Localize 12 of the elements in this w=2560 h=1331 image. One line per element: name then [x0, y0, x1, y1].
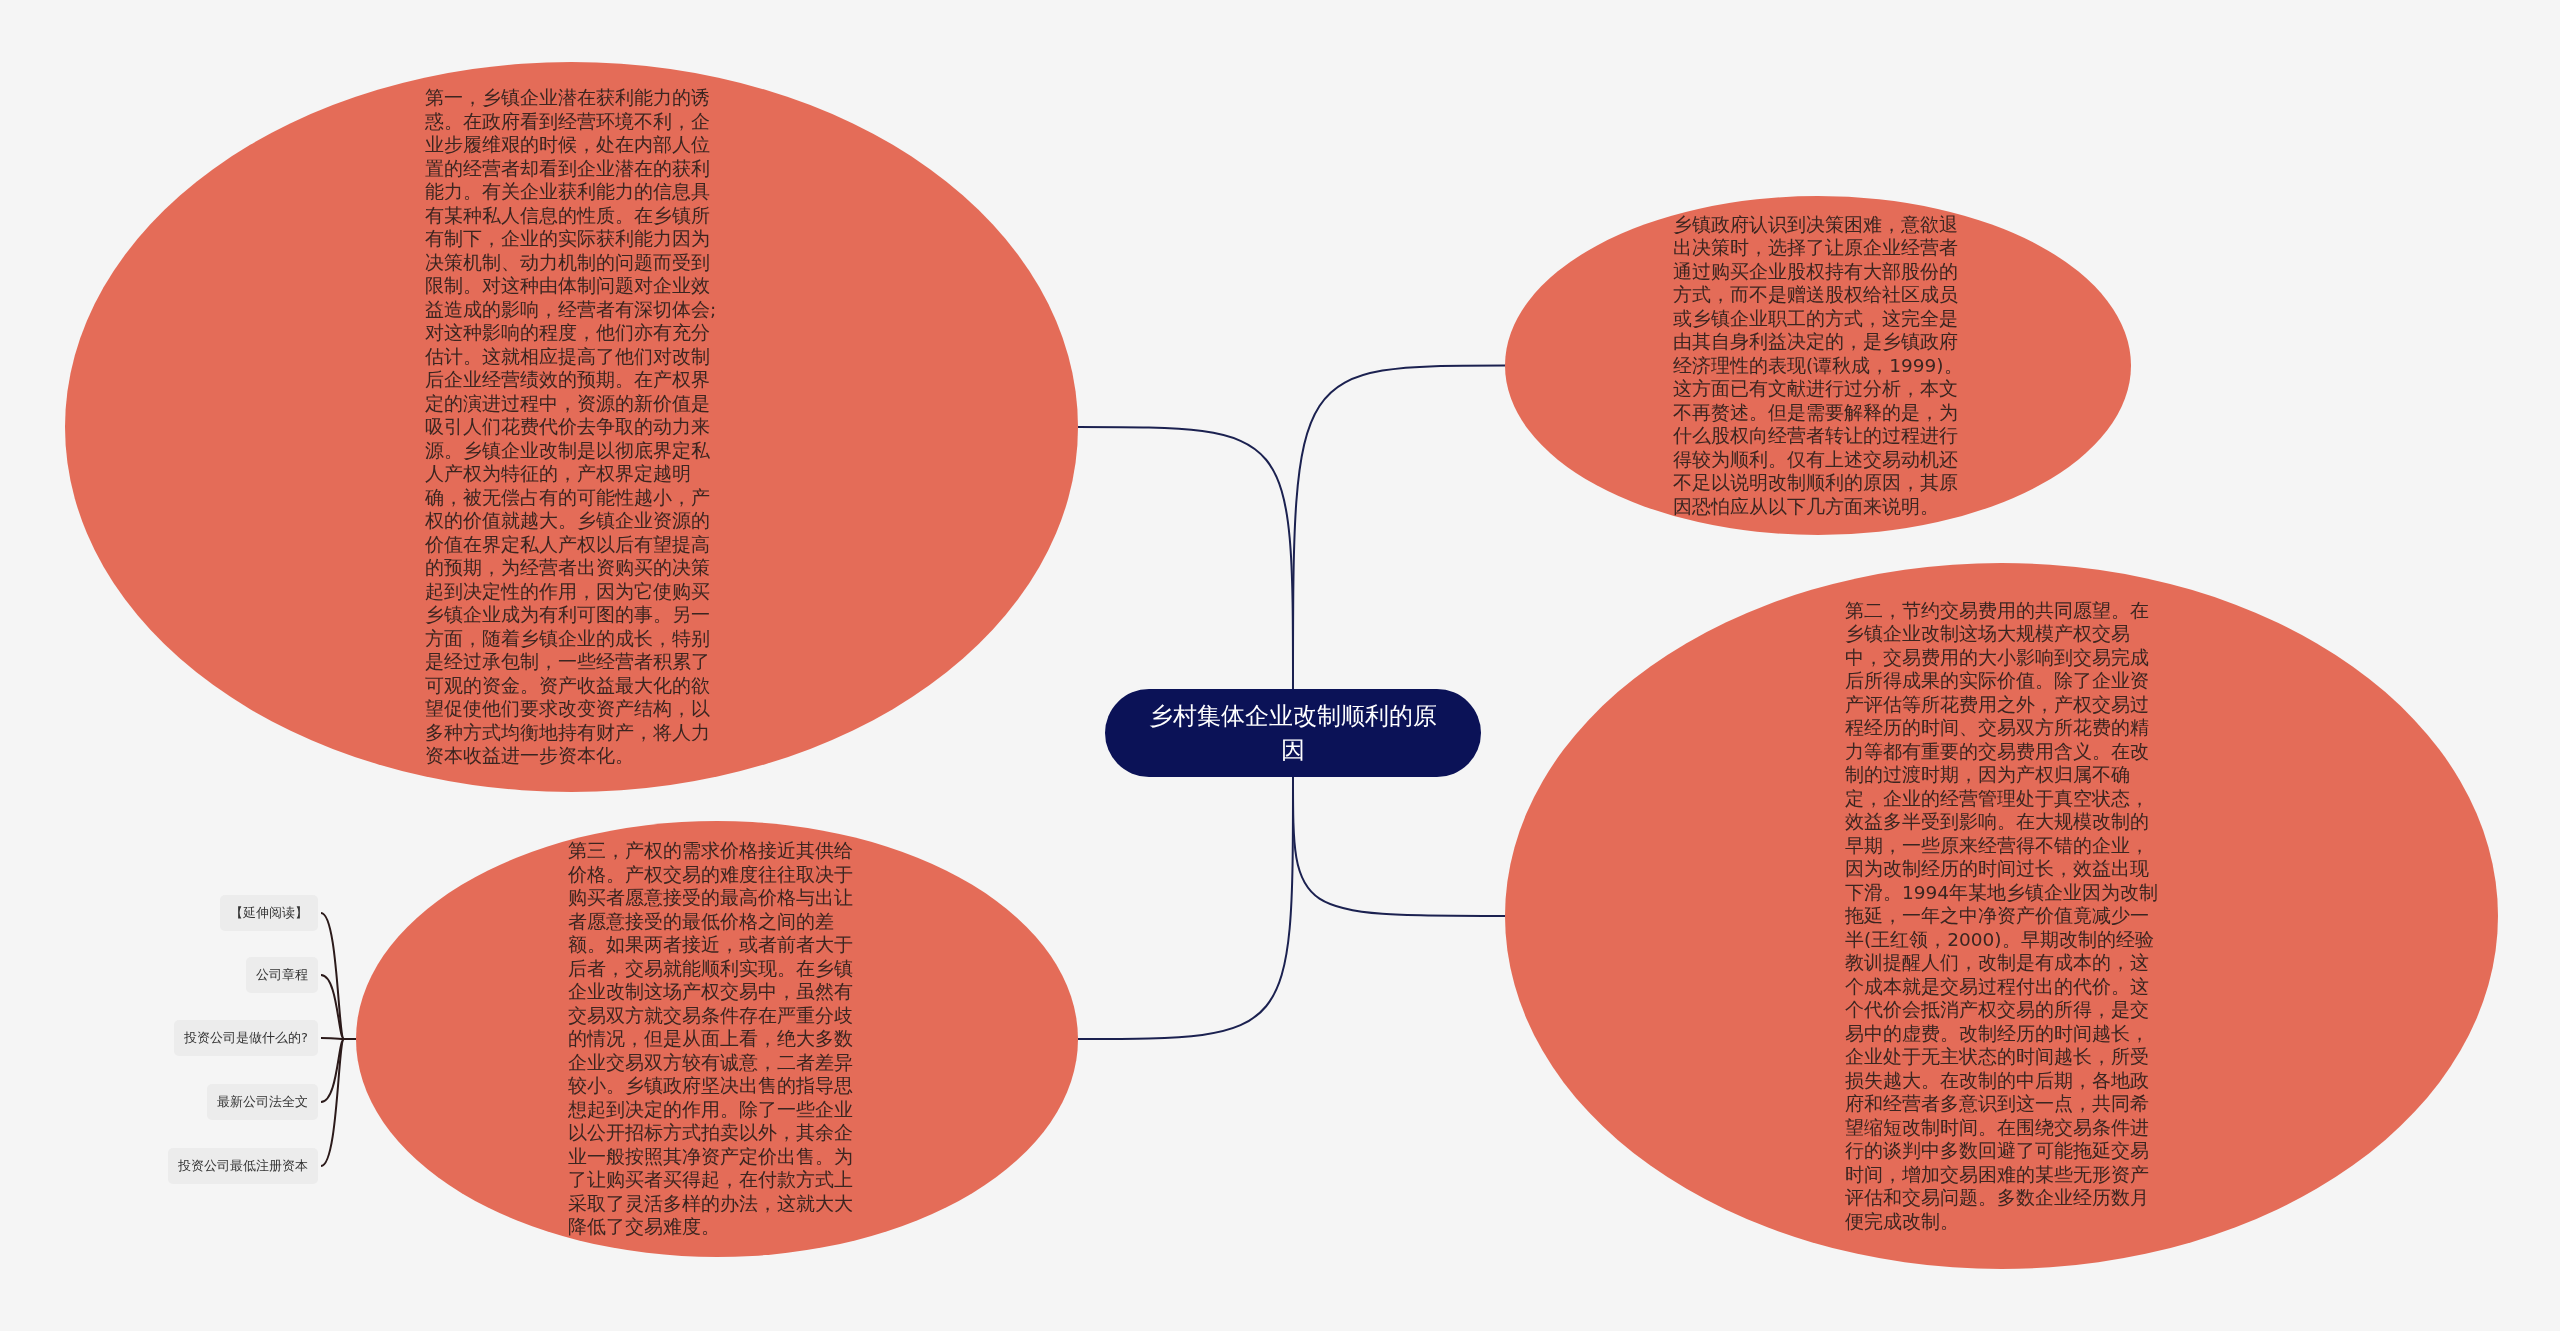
list-item: 投资公司最低注册资本 [168, 1148, 318, 1184]
ellipse-node: 第三，产权的需求价格接近其供给价格。产权交易的难度往往取决于购买者愿意接受的最高价格与出让者愿意接受的最低价格之间的差额。如果两者接近，或者前者大于后者，交易就能顺利实现。在乡镇企业改制这场产权交易中，虽然有交易双方就交易条件存在严重分歧的情况，但是从面上看，绝大多数企业交易双方较有诚意，二者差异较小。乡镇政府坚决出售的指导思想起到决定的作用。除了一些企业以公开招标方式拍卖以外，其余企业一般按照其净资产定价出售。为了让购买者买得起，在付款方式上采取了灵活多样的办法，这就大大降低了交易难度。 [356, 821, 1078, 1257]
ellipse-node: 第二，节约交易费用的共同愿望。在乡镇企业改制这场大规模产权交易中，交易费用的大小影响到交易完成后所得成果的实际价值。除了企业资产评估等所花费用之外，产权交易过程经历的时间、交易双方所花费的精力等都有重要的交易费用含义。在改制的过渡时期，因为产权归属不确定，企业的经营管理处于真空状态，效益多半受到影响。在大规模改制的早期，一些原来经营得不错的企业，因为改制经历的时间过长，效益出现下滑。1994年某地乡镇企业因为改制拖延，一年之中净资产价值竟减少一半(王红领，2000)。早期改制的经验教训提醒人们，改制是有成本的，这个成本就是交易过程付出的代价。这个代价会抵消产权交易的所得，是交易中的虚费。改制经历的时间越长，企业处于无主状态的时间越长，所受损失越大。在改制的中后期，各地政府和经营者多意识到这一点，共同希望缩短改制时间。在围绕交易条件进行的谈判中多数回避了可能拖延交易时间，增加交易困难的某些无形资产评估和交易问题。多数企业经历数月便完成改制。 [1505, 563, 2498, 1269]
ellipse-node: 乡镇政府认识到决策困难，意欲退出决策时，选择了让原企业经营者通过购买企业股权持有大部股份的方式，而不是赠送股权给社区成员或乡镇企业职工的方式，这完全是由其自身利益决定的，是乡镇政府经济理性的表现(谭秋成，1999)。这方面已有文献进行过分析，本文不再赘述。但是需要解释的是，为什么股权向经营者转让的过程进行得较为顺利。仅有上述交易动机还不足以说明改制顺利的原因，其原因恐怕应从以下几方面来说明。 [1505, 196, 2131, 535]
ellipse-node: 第一，乡镇企业潜在获利能力的诱惑。在政府看到经营环境不利，企业步履维艰的时候，处在内部人位置的经营者却看到企业潜在的获利能力。有关企业获利能力的信息具有某种私人信息的性质。在乡镇所有制下，企业的实际获利能力因为决策机制、动力机制的问题而受到限制。对这种由体制问题对企业效益造成的影响，经营者有深切体会;对这种影响的程度，他们亦有充分估计。这就相应提高了他们对改制后企业经营绩效的预期。在产权界定的演进过程中，资源的新价值是吸引人们花费代价去争取的动力来源。乡镇企业改制是以彻底界定私人产权为特征的，产权界定越明确，被无偿占有的可能性越小，产权的价值就越大。乡镇企业资源的价值在界定私人产权以后有望提高的预期，为经营者出资购买的决策起到决定性的作用，因为它使购买乡镇企业成为有利可图的事。另一方面，随着乡镇企业的成长，特别是经过承包制，一些经营者积累了可观的资金。资产收益最大化的欲望促使他们要求改变资产结构，以多种方式均衡地持有财产，将人力资本收益进一步资本化。 [65, 62, 1078, 792]
list-item: 【延伸阅读】 [220, 895, 318, 931]
connector-line [320, 1038, 357, 1167]
topic-box: 乡村集体企业改制顺利的原因 [1105, 689, 1481, 777]
connector-line [1292, 776, 1506, 917]
list-item: 投资公司是做什么的? [174, 1020, 318, 1056]
list-item: 最新公司法全文 [207, 1084, 318, 1120]
list-item: 公司章程 [246, 957, 318, 993]
